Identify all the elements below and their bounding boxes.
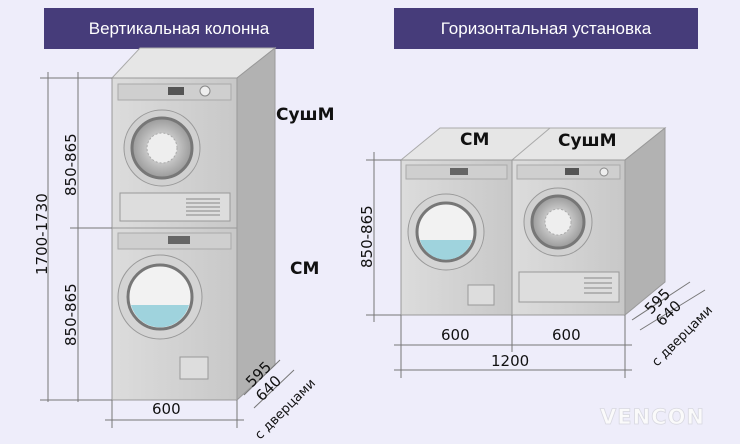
horizontal-height-label: 850-865 — [358, 205, 376, 268]
horizontal-washer-label: СМ — [460, 130, 489, 150]
vertical-washer-label: СМ — [290, 259, 319, 279]
washer-unit — [111, 227, 238, 401]
horizontal-width-right-label: 600 — [552, 326, 581, 344]
total-height-label: 1700-1730 — [33, 193, 51, 275]
horizontal-width-left-label: 600 — [441, 326, 470, 344]
horizontal-washer-unit — [400, 159, 513, 316]
vertical-header-label: Вертикальная колонна — [88, 18, 270, 38]
vencon-logo: VENCON — [600, 405, 705, 430]
horizontal-header-label: Горизонтальная установка — [440, 18, 652, 38]
horizontal-installation-header: Горизонтальная установка — [394, 8, 698, 49]
horizontal-dryer-unit — [511, 159, 626, 316]
washer-height-label: 850-865 — [62, 283, 80, 346]
dryer-unit — [111, 77, 238, 229]
dryer-height-label: 850-865 — [62, 133, 80, 196]
horizontal-dimension-lines — [366, 152, 706, 378]
vertical-column-header: Вертикальная колонна — [44, 8, 314, 49]
vertical-dimension-lines — [40, 72, 295, 428]
horizontal-dryer-label: СушМ — [558, 131, 617, 151]
vertical-stack: 1700-1730 850-865 850-865 600 595 640 с … — [33, 46, 335, 443]
vertical-dryer-label: СушМ — [276, 105, 335, 125]
logo-text: VENCON — [600, 405, 705, 429]
horizontal-total-width-label: 1200 — [491, 352, 529, 370]
horizontal-setup: 850-865 600 600 1200 595 640 с дверцами … — [358, 126, 716, 378]
vertical-width-label: 600 — [152, 400, 181, 418]
